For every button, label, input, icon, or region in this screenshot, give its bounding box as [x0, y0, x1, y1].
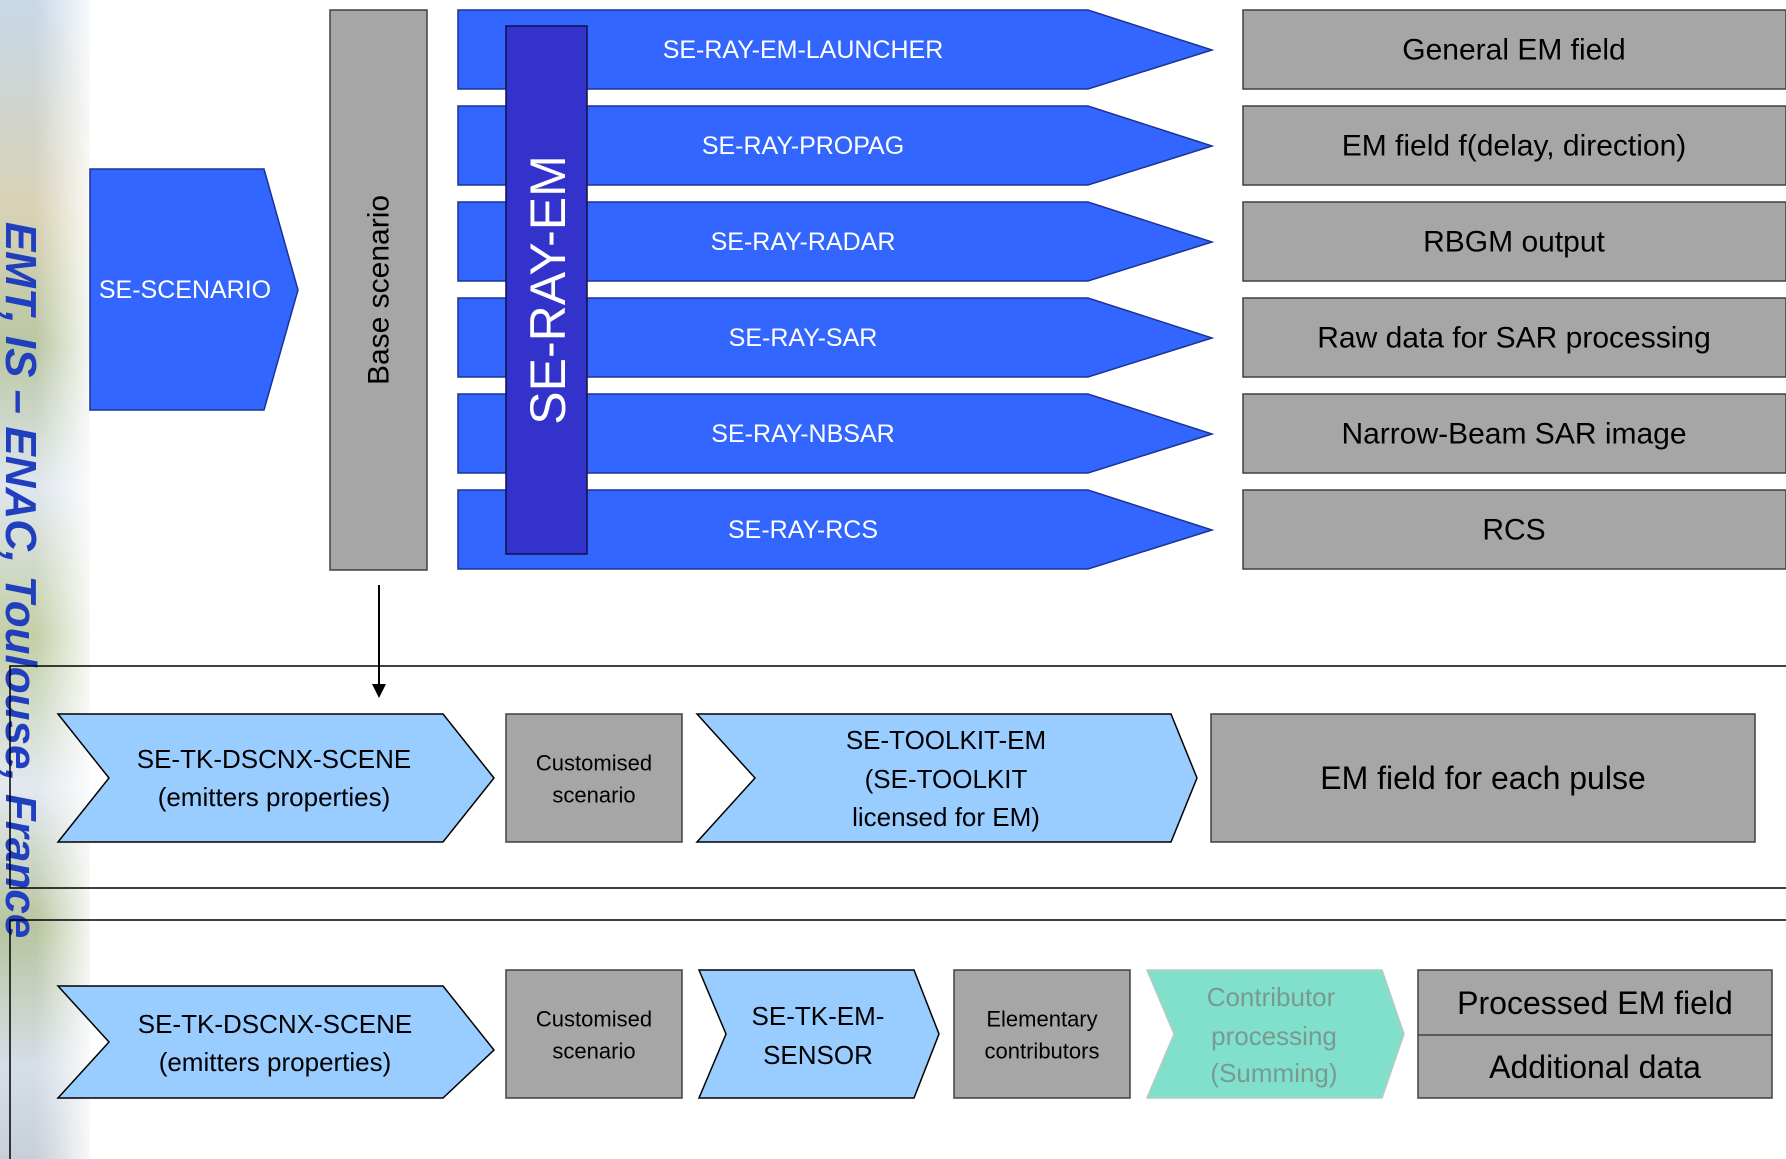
ray-module-4: SE-RAY-SAR	[457, 297, 1215, 378]
row2-scene-chevron	[56, 713, 495, 843]
ray-module-3: SE-RAY-RADAR	[457, 201, 1215, 282]
row2-scene-line2: (emitters properties)	[158, 782, 391, 812]
row3-output-box	[1417, 969, 1773, 1099]
row3-scene-chevron	[56, 985, 496, 1099]
module-label: SE-RAY-NBSAR	[711, 420, 894, 448]
base-scenario-label: Base scenario	[363, 195, 396, 385]
module-label: SE-RAY-RCS	[728, 516, 878, 544]
output-box-2: EM field f(delay, direction)	[1242, 105, 1786, 186]
output-label: Narrow-Beam SAR image	[1341, 418, 1686, 451]
row2-frame	[9, 665, 1786, 889]
ray-em-group-label: SE-RAY-EM	[520, 155, 576, 425]
scenario-chevron	[89, 168, 299, 411]
background-photo-strip	[0, 0, 90, 1159]
output-label: RCS	[1482, 514, 1545, 547]
row3-frame	[9, 919, 1786, 1159]
row2-toolkit-line1: SE-TOOLKIT-EM	[846, 725, 1046, 755]
output-label: Raw data for SAR processing	[1317, 322, 1711, 355]
base-scenario-bar	[329, 9, 428, 571]
row2-toolkit-line2: (SE-TOOLKIT	[865, 764, 1028, 794]
module-chevron	[457, 297, 1215, 378]
output-label: RBGM output	[1423, 226, 1605, 259]
output-label: EM field f(delay, direction)	[1342, 130, 1687, 163]
output-box-3: RBGM output	[1242, 201, 1786, 282]
output-box-6: RCS	[1242, 489, 1786, 570]
down-arrow	[372, 585, 386, 698]
module-label: SE-RAY-EM-LAUNCHER	[663, 36, 944, 64]
module-label: SE-RAY-RADAR	[711, 228, 896, 256]
row3-contributor-line2: processing	[1211, 1021, 1337, 1051]
row3-customised-box	[505, 969, 683, 1099]
scenario-chevron-label: SE-SCENARIO	[99, 276, 271, 304]
module-chevron	[457, 489, 1215, 570]
module-label: SE-RAY-SAR	[729, 324, 878, 352]
row3-customised-line1: Customised	[536, 1007, 652, 1032]
module-chevron	[457, 393, 1215, 474]
output-box-5: Narrow-Beam SAR image	[1242, 393, 1786, 474]
row3-sensor-chevron	[697, 969, 940, 1099]
row3-output-bottom-label: Additional data	[1489, 1049, 1701, 1085]
row3-sensor-line1: SE-TK-EM-	[752, 1001, 885, 1031]
row3-contributor-line3: (Summing)	[1210, 1058, 1337, 1088]
output-box-1: General EM field	[1242, 9, 1786, 90]
row3-elementary-line1: Elementary	[986, 1007, 1097, 1032]
row2-output-box	[1210, 713, 1756, 843]
row3-scene-line1: SE-TK-DSCNX-SCENE	[138, 1009, 412, 1039]
module-chevron	[457, 201, 1215, 282]
ray-module-2: SE-RAY-PROPAG	[457, 105, 1215, 186]
output-label: General EM field	[1402, 34, 1625, 67]
row3-elementary-box	[953, 969, 1131, 1099]
ray-module-1: SE-RAY-EM-LAUNCHER	[457, 9, 1215, 90]
module-chevron	[457, 9, 1215, 90]
module-chevron	[457, 105, 1215, 186]
row2-customised-line1: Customised	[536, 751, 652, 776]
module-label: SE-RAY-PROPAG	[702, 132, 904, 160]
ray-module-6: SE-RAY-RCS	[457, 489, 1215, 570]
row2-toolkit-chevron	[695, 713, 1198, 843]
row3-sensor-line2: SENSOR	[763, 1040, 873, 1070]
row2-toolkit-line3: licensed for EM)	[852, 802, 1040, 832]
row3-customised-line2: scenario	[552, 1039, 635, 1064]
row2-customised-line2: scenario	[552, 783, 635, 808]
row2-customised-box	[505, 713, 683, 843]
row3-output-top-label: Processed EM field	[1457, 985, 1733, 1021]
row2-output-label: EM field for each pulse	[1320, 760, 1646, 796]
row3-contributor-line1: Contributor	[1207, 982, 1336, 1012]
row3-contributor-chevron	[1145, 969, 1405, 1099]
ray-em-group-bar	[505, 25, 588, 555]
row3-elementary-line2: contributors	[985, 1039, 1100, 1064]
ray-module-5: SE-RAY-NBSAR	[457, 393, 1215, 474]
output-box-4: Raw data for SAR processing	[1242, 297, 1786, 378]
row3-scene-line2: (emitters properties)	[159, 1047, 392, 1077]
row2-scene-line1: SE-TK-DSCNX-SCENE	[137, 744, 411, 774]
